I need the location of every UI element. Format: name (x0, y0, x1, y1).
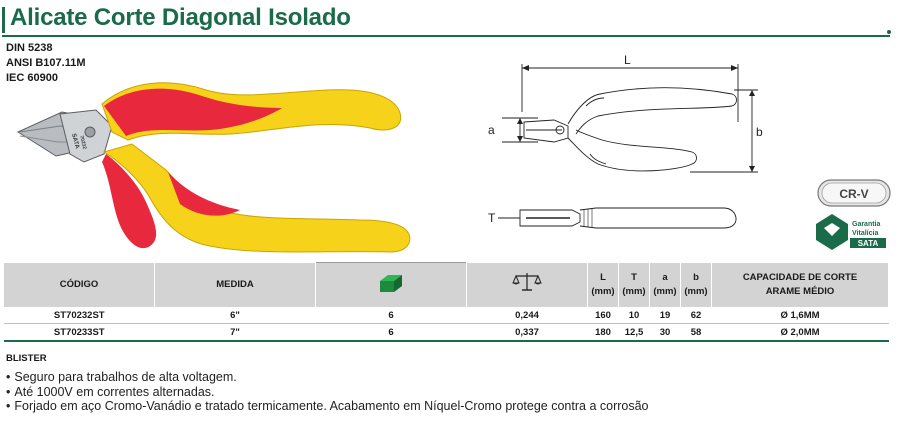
col-a-unit: (mm) (653, 285, 677, 297)
standards-list: DIN 5238 ANSI B107.11M IEC 60900 (6, 41, 85, 86)
cell-code: ST70232ST (4, 307, 155, 324)
feature-notes: Seguro para trabalhos de alta voltagem. … (6, 370, 649, 414)
col-T-unit: (mm) (622, 285, 646, 297)
page-title: Alicate Corte Diagonal Isolado (10, 4, 351, 31)
cell-T: 10 (618, 307, 650, 324)
box-icon (380, 274, 402, 292)
col-capacity-line1: CAPACIDADE DE CORTE (742, 271, 858, 283)
cell-b: 62 (680, 307, 712, 324)
warranty-line1: Garantia (852, 221, 881, 228)
col-a: a (mm) (649, 262, 681, 307)
stamp-brand: SATA (70, 133, 80, 150)
col-code: CÓDIGO (4, 262, 155, 307)
title-bar: Alicate Corte Diagonal Isolado (2, 4, 894, 38)
col-b-unit: (mm) (684, 285, 708, 297)
cell-a: 19 (649, 307, 681, 324)
standard-iec: IEC 60900 (6, 72, 58, 84)
plier-head: SATA 70232 (16, 109, 113, 163)
col-L-unit: (mm) (591, 285, 615, 297)
col-L-label: L (600, 271, 606, 283)
col-b: b (mm) (680, 262, 712, 307)
standard-ansi: ANSI B107.11M (6, 57, 86, 69)
col-L: L (mm) (587, 262, 619, 307)
stamp-model: 70232 (78, 135, 87, 150)
dimension-diagram: L b a T (488, 53, 763, 229)
cell-b: 58 (680, 323, 712, 342)
plier-top-outline (523, 87, 737, 172)
scale-icon (512, 273, 542, 291)
note-item: Seguro para trabalhos de alta voltagem. (6, 370, 649, 385)
col-b-label: b (693, 271, 699, 283)
cell-L: 160 (587, 307, 619, 324)
cell-L: 180 (587, 323, 619, 342)
badges: CR-V Garantia Vitalícia SATA (816, 179, 891, 250)
cell-pack: 6 (315, 323, 467, 342)
cell-T: 12,5 (618, 323, 650, 342)
table-row: ST70232ST 6" 6 0,244 160 10 19 62 Ø 1,6M… (4, 307, 889, 324)
cell-capacity: Ø 2,0MM (711, 323, 889, 342)
lower-handle (102, 143, 411, 253)
col-T: T (mm) (618, 262, 650, 307)
plier-side-outline (498, 207, 737, 229)
cell-code: ST70233ST (4, 323, 155, 342)
note-item: Forjado em aço Cromo-Vanádio e tratado t… (6, 399, 648, 414)
crv-badge: CR-V (817, 179, 891, 207)
cell-weight: 0,244 (466, 307, 588, 324)
label-a: a (488, 123, 495, 137)
cell-size: 7" (154, 323, 316, 342)
col-capacity-line2: ARAME MÉDIO (765, 285, 835, 297)
table-row: ST70233ST 7" 6 0,337 180 12,5 30 58 Ø 2,… (4, 323, 889, 342)
table-header-row: CÓDIGO MEDIDA (4, 262, 889, 307)
warranty-badge: Garantia Vitalícia SATA (816, 214, 886, 250)
label-L: L (624, 53, 631, 67)
crv-text: CR-V (839, 187, 868, 201)
col-size: MEDIDA (154, 262, 316, 307)
spec-table: CÓDIGO MEDIDA (4, 262, 889, 342)
cell-capacity: Ø 1,6MM (711, 307, 889, 324)
cell-size: 6" (154, 307, 316, 324)
cell-weight: 0,337 (466, 323, 588, 342)
cell-a: 30 (649, 323, 681, 342)
cell-pack: 6 (315, 307, 467, 324)
label-T: T (488, 211, 496, 225)
label-b: b (756, 125, 763, 139)
col-capacity: CAPACIDADE DE CORTE ARAME MÉDIO (711, 262, 889, 307)
upper-handle (101, 82, 402, 141)
title-accent-bar (2, 7, 5, 33)
blister-label: BLISTER (6, 353, 47, 364)
title-rule (2, 35, 890, 37)
col-a-label: a (662, 271, 668, 283)
product-photo: SATA 70232 (16, 82, 411, 253)
title-rule-end (887, 30, 891, 34)
col-weight (466, 262, 588, 307)
col-T-label: T (631, 271, 637, 283)
warranty-brand: SATA (858, 239, 879, 248)
note-item: Até 1000V em correntes alternadas. (6, 385, 649, 400)
warranty-line2: Vitalícia (852, 230, 878, 237)
col-pack (315, 262, 467, 307)
standard-din: DIN 5238 (6, 42, 53, 54)
